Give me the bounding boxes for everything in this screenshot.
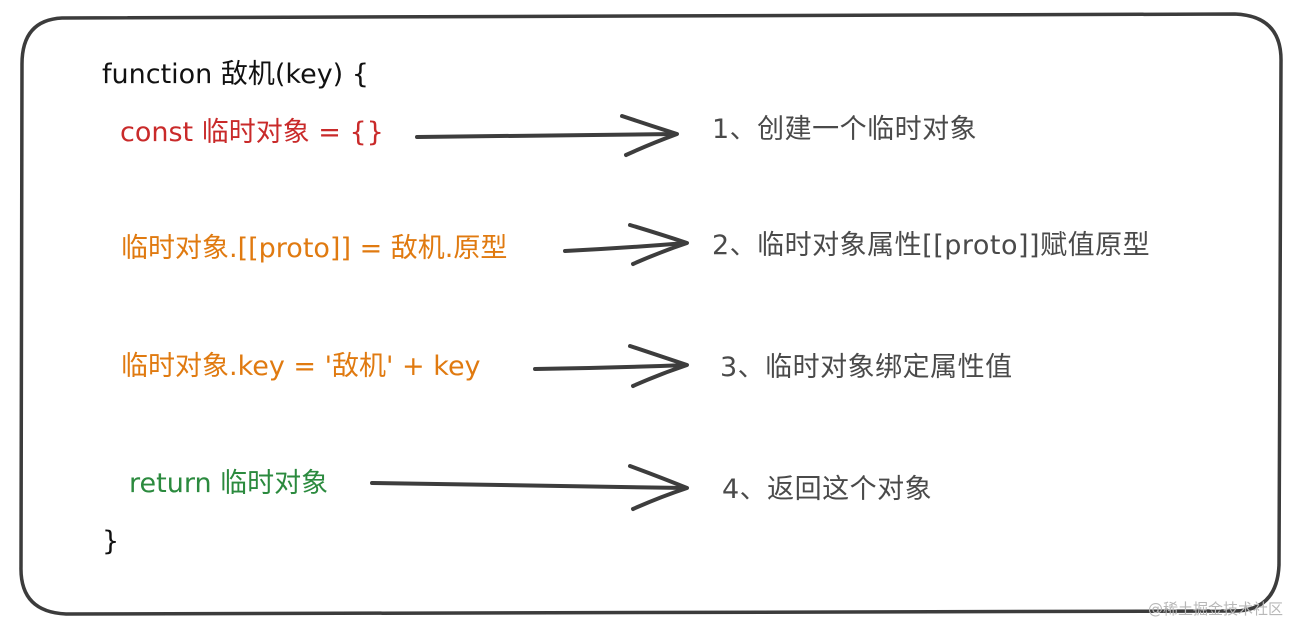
step-note-2: 2、临时对象属性[[proto]]赋值原型 — [712, 230, 1151, 261]
step-note-4: 4、返回这个对象 — [722, 474, 933, 505]
arrow-1 — [415, 114, 679, 157]
watermark-text: @稀土掘金技术社区 — [1147, 600, 1283, 618]
code-const-line: const 临时对象 = {} — [120, 117, 384, 148]
rounded-border — [19, 12, 1283, 616]
code-function-header: function 敌机(key) { — [102, 59, 369, 90]
step-note-1: 1、创建一个临时对象 — [712, 114, 978, 145]
step-note-3: 3、临时对象绑定属性值 — [720, 352, 1013, 383]
arrow-2 — [563, 223, 689, 266]
arrow-4 — [370, 464, 689, 511]
code-proto-line: 临时对象.[[proto]] = 敌机.原型 — [121, 233, 508, 264]
code-key-line: 临时对象.key = '敌机' + key — [121, 351, 481, 382]
arrow-3 — [533, 344, 689, 388]
code-return-line: return 临时对象 — [129, 468, 329, 499]
code-closing-brace: } — [102, 526, 120, 557]
